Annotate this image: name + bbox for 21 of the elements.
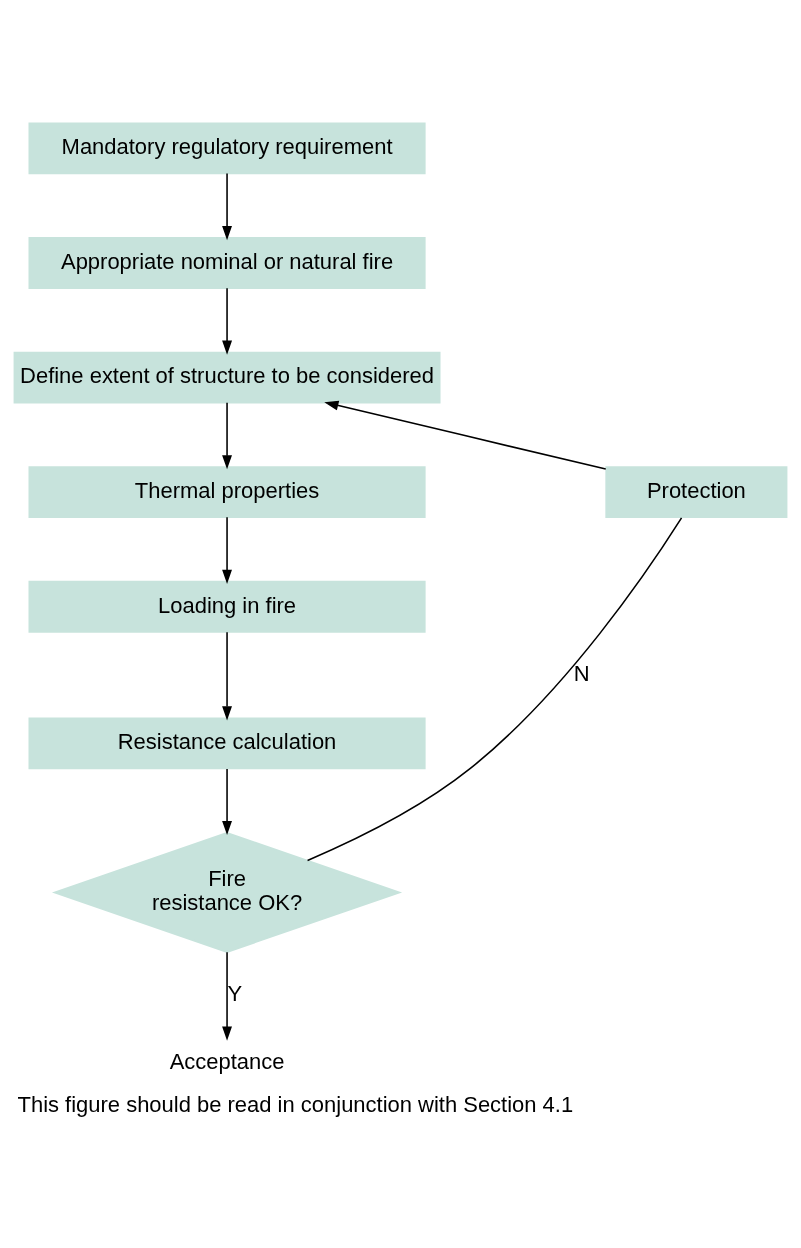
node-box: Define extent of structure to be considered: [13, 351, 441, 404]
node-diamond: Fire resistance OK?: [52, 831, 403, 953]
edge-label: Y: [227, 981, 243, 1007]
node-box: Protection: [605, 466, 788, 519]
arrow: [222, 516, 232, 584]
arrow: [324, 400, 607, 470]
connector: [306, 517, 683, 862]
node-box: Mandatory regulatory requirement: [28, 122, 426, 175]
arrow: [222, 172, 232, 241]
node-box: Appropriate nominal or natural fire: [28, 237, 426, 289]
node-box: Thermal properties: [28, 466, 426, 519]
arrow: [222, 951, 232, 1041]
node-box: Resistance calculation: [28, 717, 426, 770]
arrow: [222, 768, 232, 836]
arrow: [222, 287, 232, 355]
caption: This figure should be read in conjunction with Section 4.1: [17, 1092, 574, 1118]
edge-label: N: [573, 660, 590, 686]
arrow: [222, 402, 232, 470]
arrow: [222, 631, 232, 721]
node-text: Acceptance: [169, 1049, 285, 1075]
node-box: Loading in fire: [28, 580, 426, 633]
